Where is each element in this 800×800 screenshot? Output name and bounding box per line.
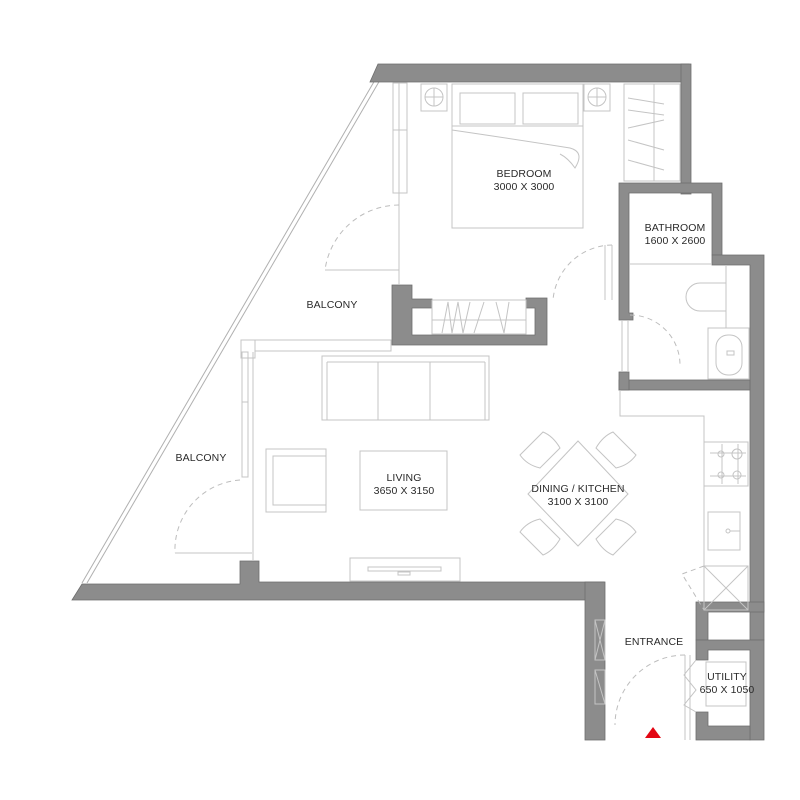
bathroom-fixtures [621,263,750,380]
entry-arrow-icon [645,727,661,738]
dining-kitchen-furniture [519,390,749,611]
area-name: ENTRANCE [624,636,684,648]
room-label-dining-kitchen: DINING / KITCHEN 3100 X 3100 [531,483,624,509]
room-label-living: LIVING 3650 X 3150 [374,472,435,498]
room-name: DINING / KITCHEN [531,483,625,495]
room-label-bedroom: BEDROOM 3000 X 3000 [494,168,555,194]
area-label-balcony-lower: BALCONY [176,452,227,465]
area-label-entrance: ENTRANCE [625,636,684,649]
area-name: BALCONY [306,299,358,311]
room-dimensions: 1600 X 2600 [644,235,706,247]
room-dimensions: 3650 X 3150 [373,485,435,497]
area-name: BALCONY [175,452,227,464]
room-name: LIVING [386,472,422,484]
room-name: UTILITY [707,671,747,683]
entrance-fixtures [594,619,747,740]
room-dimensions: 3000 X 3000 [493,181,555,193]
room-dimensions: 650 X 1050 [699,684,755,696]
walls [71,63,765,741]
area-label-balcony-upper: BALCONY [307,299,358,312]
room-name: BATHROOM [644,222,706,234]
room-label-bathroom: BATHROOM 1600 X 2600 [645,222,706,248]
room-dimensions: 3100 X 3100 [547,496,609,508]
room-name: BEDROOM [496,168,552,180]
bedroom-furniture [324,82,681,285]
balcony-glass-edge [81,79,381,584]
room-label-utility: UTILITY 650 X 1050 [700,671,755,697]
living-furniture [174,339,490,582]
wardrobe-niche [431,244,613,335]
